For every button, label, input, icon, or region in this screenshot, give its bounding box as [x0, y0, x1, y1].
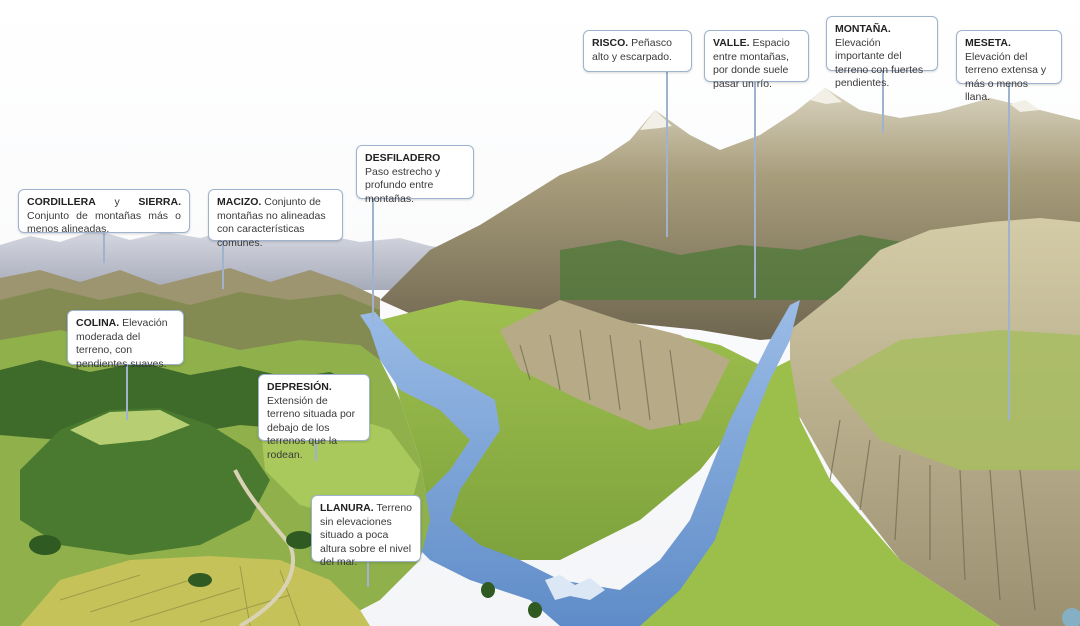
label-colina: COLINA. Elevación moderada del terreno, … [67, 310, 184, 370]
label-depresion: DEPRESIÓN. Extensión de terreno situada … [258, 374, 370, 461]
text-meseta: Elevación del terreno extensa y más o me… [965, 50, 1047, 104]
label-cordillera: CORDILLERA y SIERRA. Conjunto de montaña… [18, 189, 190, 236]
pin-risco [666, 72, 668, 237]
pin-llanura [367, 562, 369, 587]
term-colina: COLINA. [76, 317, 120, 329]
pin-meseta [1008, 84, 1010, 420]
join-cordillera: y [95, 196, 139, 208]
pin-colina [126, 365, 128, 420]
valley-floor-right [620, 360, 1000, 626]
risco-cliff-lines [519, 329, 681, 426]
label-llanura: LLANURA. Terreno sin elevaciones situado… [311, 495, 421, 568]
text-llanura: Terreno sin elevaciones situado a poca a… [320, 502, 413, 568]
page-corner-marker [1062, 608, 1080, 626]
pin-macizo [222, 241, 224, 289]
river-rapids [545, 575, 605, 600]
term-risco: RISCO. [592, 37, 629, 49]
pin-depresion [315, 441, 317, 461]
term-depresion: DEPRESIÓN. [267, 381, 332, 393]
colina-top [70, 410, 190, 445]
label-risco: RISCO. Peñasco alto y escarpado. [583, 30, 692, 72]
text-desfiladero: Paso estrecho y profundo entre montañas. [365, 165, 441, 205]
risco-cliff [500, 300, 730, 430]
text-valle: Espacio entre montañas, por donde suele … [713, 37, 790, 90]
text-macizo: Conjunto de montañas no alineadas con ca… [217, 196, 326, 249]
field-lines [59, 565, 301, 626]
colina-hill [20, 408, 270, 555]
river [360, 300, 800, 626]
label-montana: MONTAÑA. Elevación importante del terren… [826, 16, 938, 89]
pin-desfiladero [372, 199, 374, 321]
trees [29, 531, 542, 618]
text-colina: Elevación moderada del terreno, con pend… [76, 317, 168, 370]
pin-cordillera [103, 233, 105, 263]
meseta-top [830, 330, 1080, 470]
text-montana: Elevación importante del terreno con fue… [835, 36, 924, 90]
label-meseta: MESETA. Elevación del terreno extensa y … [956, 30, 1062, 103]
label-valle: VALLE. Espacio entre montañas, por donde… [704, 30, 809, 90]
pin-valle [754, 82, 756, 298]
term-meseta: MESETA. [965, 37, 1011, 49]
term-desfiladero: DESFILADERO [365, 152, 441, 164]
label-macizo: MACIZO. Conjunto de montañas no alineada… [208, 189, 343, 249]
term-sierra: SIERRA. [138, 196, 181, 208]
llanura-fields [20, 556, 370, 626]
text-depresion: Extensión de terreno situada por debajo … [267, 394, 356, 461]
term-montana: MONTAÑA. [835, 23, 891, 35]
label-desfiladero: DESFILADERO Paso estrecho y profundo ent… [356, 145, 474, 205]
term-cordillera: CORDILLERA [27, 196, 96, 208]
text-risco: Peñasco alto y escarpado. [592, 37, 672, 63]
term-llanura: LLANURA. [320, 502, 374, 514]
term-macizo: MACIZO. [217, 196, 262, 208]
text-cordillera: Conjunto de montañas más o menos alinead… [27, 209, 181, 236]
meseta-cliff-lines [829, 419, 1036, 611]
pin-montana [882, 71, 884, 133]
term-valle: VALLE. [713, 37, 750, 49]
